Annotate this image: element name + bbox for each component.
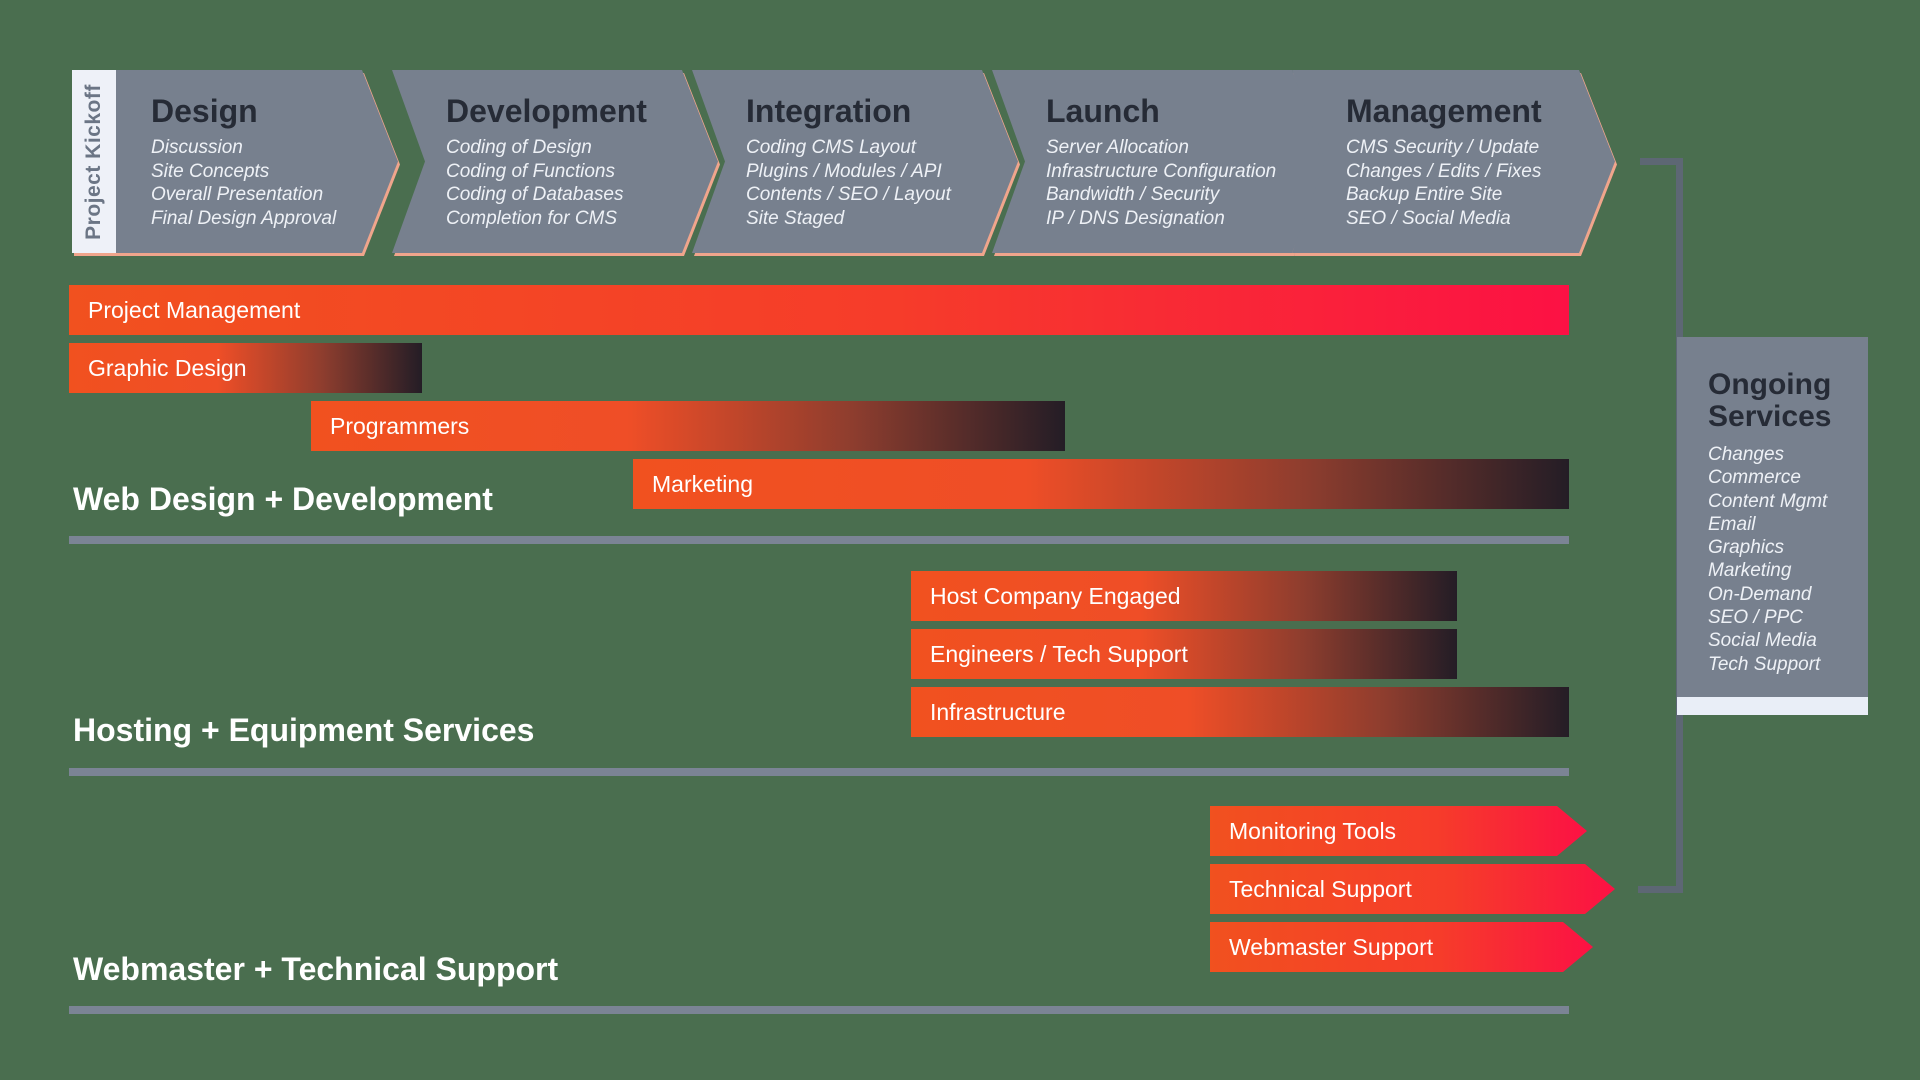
phase-item: IP / DNS Designation: [1046, 207, 1225, 229]
phase-item: Plugins / Modules / API: [746, 160, 942, 182]
bracket-top-stub: [1640, 158, 1683, 165]
phase-item: Completion for CMS: [446, 207, 618, 229]
section-heading-hosting: Hosting + Equipment Services: [73, 712, 535, 748]
gantt-bar-webmaster-support: Webmaster Support: [1210, 922, 1593, 972]
phase-development: Development Coding of Design Coding of F…: [392, 70, 718, 253]
phase-item: Final Design Approval: [151, 207, 337, 229]
section-divider: [69, 536, 1569, 544]
ongoing-service-item: Marketing: [1708, 560, 1792, 582]
phase-item: SEO / Social Media: [1346, 207, 1511, 229]
gantt-bar-graphic-design: Graphic Design: [69, 343, 422, 393]
gantt-bar-programmers: Programmers: [311, 401, 1065, 451]
gantt-bar-engineers: Engineers / Tech Support: [911, 629, 1457, 679]
ongoing-services-title: Ongoing Services: [1708, 368, 1832, 433]
process-chevron-band: Project Kickoff Design Discussion Site C…: [0, 70, 1920, 253]
phase-title: Development: [446, 93, 647, 129]
gantt-bar-host-company: Host Company Engaged: [911, 571, 1457, 621]
ongoing-service-item: Changes: [1708, 444, 1785, 465]
ongoing-service-item: Content Mgmt: [1708, 490, 1828, 512]
section-heading-webmaster: Webmaster + Technical Support: [73, 951, 559, 987]
gantt-bar-monitoring-tools: Monitoring Tools: [1210, 806, 1587, 856]
project-kickoff-strip: Project Kickoff: [72, 70, 116, 253]
ongoing-service-item: Commerce: [1708, 467, 1801, 489]
phase-item: Infrastructure Configuration: [1046, 160, 1277, 182]
gantt-bar-infrastructure: Infrastructure: [911, 687, 1569, 737]
section-divider: [69, 1006, 1569, 1014]
phase-integration: Integration Coding CMS Layout Plugins / …: [692, 70, 1018, 253]
ongoing-services-box: Ongoing Services Changes Commerce Conten…: [1677, 337, 1868, 697]
phase-item: Discussion: [151, 137, 243, 158]
phase-item: Bandwidth / Security: [1046, 184, 1220, 205]
gantt-bar-project-management: Project Management: [69, 285, 1569, 335]
ongoing-service-item: SEO / PPC: [1708, 607, 1804, 629]
phase-item: Site Concepts: [151, 160, 270, 182]
phase-design: Design Discussion Site Concepts Overall …: [116, 70, 398, 253]
ongoing-service-item: Graphics: [1708, 537, 1785, 559]
phase-launch: Launch Server Allocation Infrastructure …: [992, 70, 1328, 253]
phase-item: Coding of Design: [446, 137, 592, 158]
ongoing-service-item: Email: [1708, 513, 1756, 535]
phase-title: Launch: [1046, 93, 1160, 129]
phase-title: Management: [1346, 93, 1542, 129]
ongoing-services-footer-strip: [1677, 697, 1868, 715]
phase-item: Coding of Functions: [446, 160, 615, 182]
ongoing-service-item: On-Demand: [1708, 583, 1812, 605]
gantt-bar-technical-support: Technical Support: [1210, 864, 1615, 914]
phase-item: Backup Entire Site: [1346, 184, 1503, 205]
phase-title: Design: [151, 93, 258, 129]
section-heading-web-design: Web Design + Development: [73, 481, 493, 517]
ongoing-service-item: Social Media: [1708, 630, 1817, 652]
phase-item: Site Staged: [746, 207, 845, 229]
bracket-bottom-stub: [1638, 886, 1683, 893]
phase-item: Overall Presentation: [151, 184, 324, 205]
phase-item: Server Allocation: [1046, 137, 1189, 158]
ongoing-service-item: Tech Support: [1708, 653, 1821, 675]
phase-item: CMS Security / Update: [1346, 137, 1540, 158]
phase-management: Management CMS Security / Update Changes…: [1292, 70, 1615, 253]
phase-title: Integration: [746, 93, 912, 129]
project-kickoff-label: Project Kickoff: [82, 83, 106, 240]
gantt-bar-marketing: Marketing: [633, 459, 1569, 509]
phase-item: Coding of Databases: [446, 184, 624, 205]
phase-item: Changes / Edits / Fixes: [1346, 160, 1542, 182]
section-divider: [69, 768, 1569, 776]
phase-item: Coding CMS Layout: [746, 137, 917, 158]
phase-item: Contents / SEO / Layout: [746, 184, 951, 205]
